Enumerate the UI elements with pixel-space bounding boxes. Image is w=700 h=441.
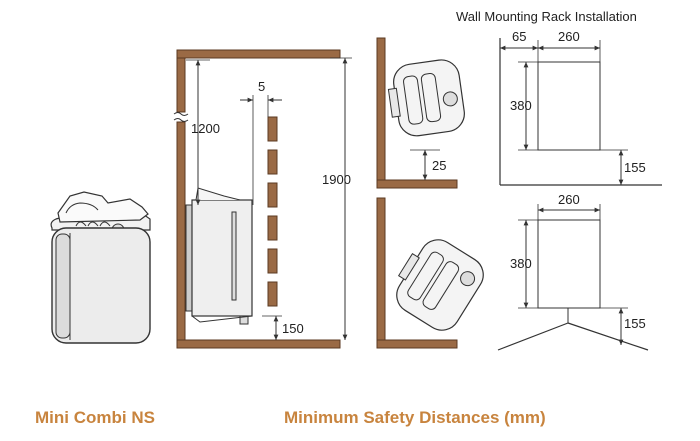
rack-wall-mount-view: 65 260 380 155 (499, 29, 662, 186)
heater-stones-column (267, 116, 278, 307)
floor-segment (176, 339, 341, 349)
dimension-rack-offset: 65 (512, 29, 526, 44)
dimension-rack-height-top: 380 (510, 98, 532, 113)
safety-caption: Minimum Safety Distances (mm) (284, 408, 546, 427)
dimension-rack-floor-bottom: 155 (624, 316, 646, 331)
dimension-rack-width-bottom: 260 (558, 192, 580, 207)
ceiling-segment (176, 49, 341, 59)
dimension-ceiling-gap: 1200 (191, 121, 220, 136)
dimension-side-gap: 5 (258, 79, 265, 94)
product-caption: Mini Combi NS (35, 408, 155, 427)
heater-product-illustration (50, 191, 151, 344)
dimension-rotated-floor-gap: 25 (432, 158, 446, 173)
wall-segment-lower (176, 121, 186, 349)
dimension-floor-gap: 150 (282, 321, 304, 336)
corner-installation-bottom (376, 197, 484, 349)
dimension-rack-width-top: 260 (558, 29, 580, 44)
dimension-room-height: 1900 (322, 172, 351, 187)
corner-installation-top: 25 (376, 37, 465, 189)
page-title: Wall Mounting Rack Installation (456, 9, 637, 24)
wall-elevation-view: 1200 1900 5 150 (173, 49, 352, 349)
dimension-rack-height-bottom: 380 (510, 256, 532, 271)
wall-segment-upper (176, 49, 186, 113)
dimension-rack-floor-top: 155 (624, 160, 646, 175)
rack-corner-mount-view: 260 380 155 (497, 192, 649, 351)
